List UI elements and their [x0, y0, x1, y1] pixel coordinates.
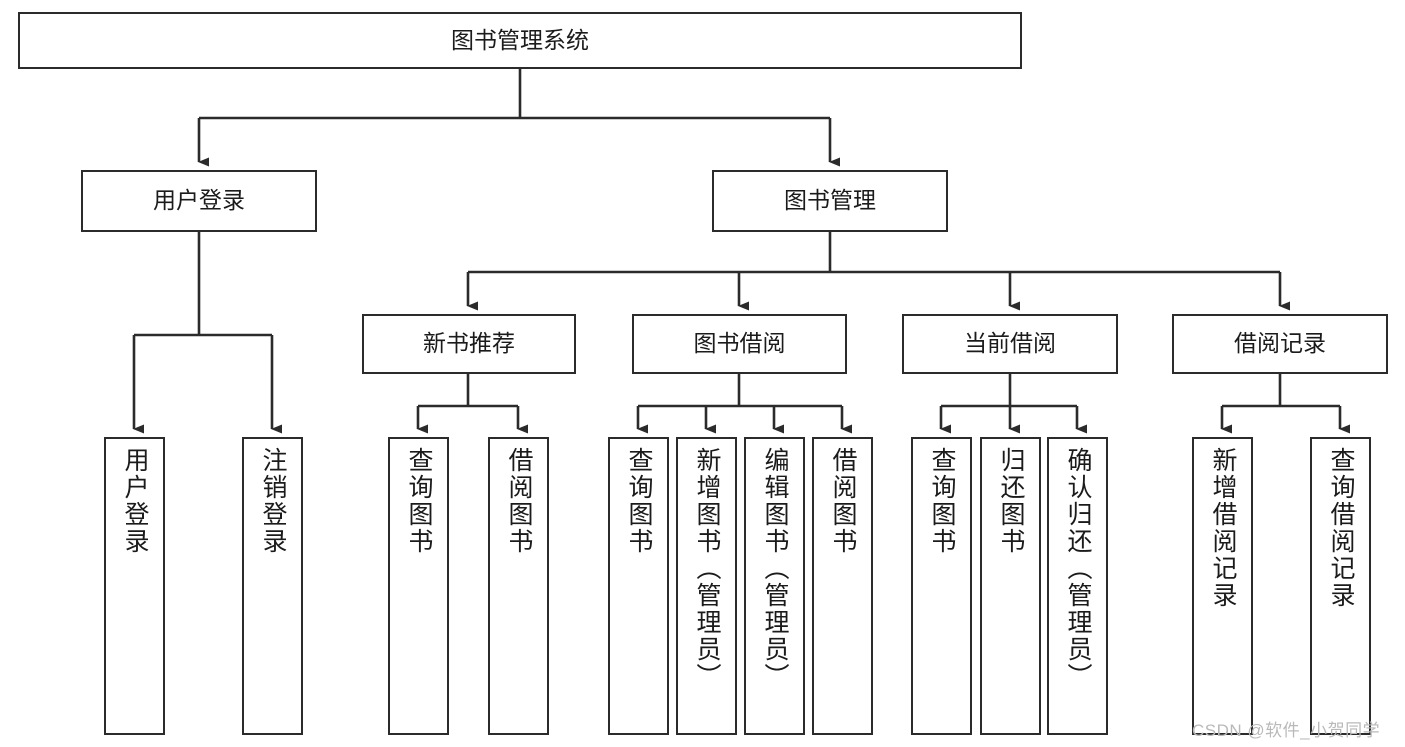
node-label: 借阅记录 [1234, 330, 1326, 357]
leaf-query-book-current[interactable]: 查询图书 [911, 437, 972, 735]
node-label: 归还图书 [997, 447, 1025, 555]
node-label: 确认归还（管理员） [1064, 447, 1092, 690]
node-label: 查询图书 [405, 447, 433, 555]
node-book-management[interactable]: 图书管理 [712, 170, 948, 232]
node-label: 查询图书 [928, 447, 956, 555]
node-label: 借阅图书 [829, 447, 857, 555]
node-label: 用户登录 [121, 447, 149, 555]
node-new-book-recommend[interactable]: 新书推荐 [362, 314, 576, 374]
node-label: 查询借阅记录 [1327, 447, 1355, 609]
node-label: 查询图书 [625, 447, 653, 555]
node-label: 新书推荐 [423, 330, 515, 357]
csdn-watermark: CSDN @软件_小贺同学 [1192, 721, 1381, 740]
leaf-return-book[interactable]: 归还图书 [980, 437, 1041, 735]
node-label: 用户登录 [153, 187, 245, 214]
leaf-query-book[interactable]: 查询图书 [608, 437, 669, 735]
node-current-borrow[interactable]: 当前借阅 [902, 314, 1118, 374]
node-user-login[interactable]: 用户登录 [81, 170, 317, 232]
node-borrow-record[interactable]: 借阅记录 [1172, 314, 1388, 374]
leaf-borrow-book-recommend[interactable]: 借阅图书 [488, 437, 549, 735]
leaf-query-book-recommend[interactable]: 查询图书 [388, 437, 449, 735]
node-label: 图书管理系统 [451, 26, 589, 53]
node-label: 注销登录 [259, 447, 287, 555]
leaf-user-login[interactable]: 用户登录 [104, 437, 165, 735]
leaf-edit-book-admin[interactable]: 编辑图书（管理员） [744, 437, 805, 735]
node-label: 图书借阅 [693, 330, 786, 357]
node-label: 编辑图书（管理员） [761, 447, 789, 690]
node-book-borrow[interactable]: 图书借阅 [632, 314, 847, 374]
leaf-borrow-book[interactable]: 借阅图书 [812, 437, 873, 735]
leaf-confirm-return-admin[interactable]: 确认归还（管理员） [1047, 437, 1108, 735]
node-label: 借阅图书 [505, 447, 533, 555]
node-label: 新增图书（管理员） [693, 447, 721, 690]
node-label: 新增借阅记录 [1209, 447, 1237, 609]
node-label: 当前借阅 [964, 330, 1056, 357]
node-label: 图书管理 [784, 187, 876, 214]
leaf-add-borrow-record[interactable]: 新增借阅记录 [1192, 437, 1253, 735]
leaf-add-book-admin[interactable]: 新增图书（管理员） [676, 437, 737, 735]
leaf-logout-login[interactable]: 注销登录 [242, 437, 303, 735]
leaf-query-borrow-record[interactable]: 查询借阅记录 [1310, 437, 1371, 735]
node-root-system[interactable]: 图书管理系统 [18, 12, 1022, 69]
